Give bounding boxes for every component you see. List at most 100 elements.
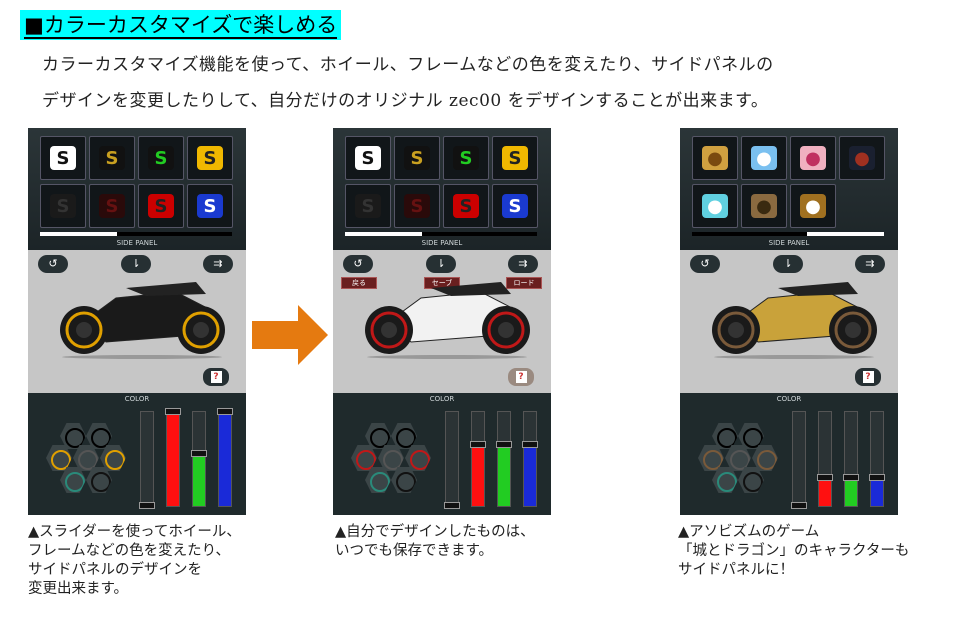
color-slider[interactable] [522, 411, 538, 507]
caption-line: ▲アソビズムのゲーム [678, 524, 820, 540]
side-panel-label: SIDE PANEL [768, 239, 810, 247]
side-panel-tile[interactable]: ● [839, 136, 885, 180]
side-panel-label: SIDE PANEL [421, 239, 463, 247]
color-slider[interactable] [165, 407, 181, 507]
color-part-selector[interactable] [100, 445, 126, 471]
side-panel-tile[interactable]: S [89, 136, 135, 180]
color-slider[interactable] [444, 411, 460, 509]
color-part-selector[interactable] [60, 467, 86, 493]
help-button[interactable]: ? [855, 368, 881, 386]
color-part-selector[interactable] [86, 467, 112, 493]
side-panel-tile[interactable]: S [492, 184, 538, 228]
load-icon: ⇉ [213, 257, 223, 270]
side-panel-tile[interactable]: ● [692, 136, 738, 180]
side-panel-design-icon: S [404, 194, 430, 218]
side-panel-tile[interactable]: S [89, 184, 135, 228]
color-panel: COLOR [28, 393, 246, 515]
color-part-selector[interactable] [391, 423, 417, 449]
color-part-selector[interactable] [405, 445, 431, 471]
side-panel-tile[interactable]: S [394, 184, 440, 228]
side-panel-tile[interactable]: ● [790, 184, 836, 228]
side-panel-picker: ●●●●●●●SIDE PANEL [680, 128, 898, 250]
color-part-selector[interactable] [365, 467, 391, 493]
side-panel-tile[interactable]: S [443, 136, 489, 180]
load-icon: ⇉ [518, 257, 528, 270]
color-part-selector[interactable] [73, 445, 99, 471]
side-panel-tile[interactable]: S [187, 184, 233, 228]
color-part-selector[interactable] [365, 423, 391, 449]
side-panel-tile[interactable]: S [138, 136, 184, 180]
side-panel-tile[interactable]: S [443, 184, 489, 228]
app-screenshot-3: ●●●●●●●SIDE PANEL↺⇂⇉ ?COLOR [680, 128, 898, 515]
color-part-selector[interactable] [378, 445, 404, 471]
side-panel-tile[interactable]: ● [741, 184, 787, 228]
side-panel-tile[interactable]: S [187, 136, 233, 180]
color-slider[interactable] [496, 411, 512, 507]
arrow-right-icon [252, 305, 328, 365]
side-panel-tile[interactable]: S [492, 136, 538, 180]
undo-button[interactable]: ↺ [343, 255, 373, 273]
load-label[interactable]: ロード [506, 277, 542, 289]
undo-icon: ↺ [48, 257, 58, 270]
side-panel-tile[interactable]: S [138, 184, 184, 228]
side-panel-tile[interactable]: S [394, 136, 440, 180]
help-button[interactable]: ? [508, 368, 534, 386]
side-panel-tile[interactable]: ● [790, 136, 836, 180]
color-slider[interactable] [791, 411, 807, 509]
side-panel-design-icon: S [453, 146, 479, 170]
caption-line: いつでも保存できます。 [335, 543, 494, 559]
side-panel-tile[interactable]: ● [741, 136, 787, 180]
side-panel-design-icon: S [197, 194, 223, 218]
color-panel: COLOR [680, 393, 898, 515]
side-panel-design-icon: ● [751, 146, 777, 170]
color-label: COLOR [124, 395, 150, 403]
caption-line: ▲スライダーを使ってホイール、 [28, 524, 241, 540]
color-part-selector[interactable] [351, 445, 377, 471]
caption-1: ▲スライダーを使ってホイール、フレームなどの色を変えたり、サイドパネルのデザイン… [28, 523, 241, 599]
save-button[interactable]: ⇂ [773, 255, 803, 273]
color-slider[interactable] [470, 411, 486, 507]
intro-line-2: デザインを変更したりして、自分だけのオリジナル zec00 をデザインすることが… [42, 91, 769, 111]
color-label: COLOR [776, 395, 802, 403]
load-button[interactable]: ⇉ [508, 255, 538, 273]
color-slider[interactable] [217, 407, 233, 507]
side-panel-tile[interactable]: S [345, 184, 391, 228]
color-part-selector[interactable] [86, 423, 112, 449]
save-icon: ⇂ [436, 257, 446, 270]
color-part-selector[interactable] [60, 423, 86, 449]
save-button[interactable]: ⇂ [426, 255, 456, 273]
color-slider[interactable] [869, 411, 885, 507]
tile-scrollbar[interactable] [692, 232, 884, 236]
side-panel-tile[interactable]: S [40, 136, 86, 180]
undo-label[interactable]: 戻る [341, 277, 377, 289]
color-part-selector[interactable] [391, 467, 417, 493]
tile-scrollbar[interactable] [345, 232, 537, 236]
side-panel-design-icon: S [404, 146, 430, 170]
load-button[interactable]: ⇉ [855, 255, 885, 273]
side-panel-design-icon: ● [800, 146, 826, 170]
color-part-selector[interactable] [46, 445, 72, 471]
side-panel-tile[interactable]: S [40, 184, 86, 228]
help-button[interactable]: ? [203, 368, 229, 386]
color-slider[interactable] [139, 411, 155, 509]
undo-button[interactable]: ↺ [38, 255, 68, 273]
load-button[interactable]: ⇉ [203, 255, 233, 273]
tile-scrollbar[interactable] [40, 232, 232, 236]
color-slider[interactable] [843, 411, 859, 507]
undo-button[interactable]: ↺ [690, 255, 720, 273]
bike-preview: ↺ ⇂ ⇉ ? [28, 250, 246, 393]
help-icon: ? [515, 371, 527, 383]
side-panel-design-icon: S [99, 146, 125, 170]
caption-line: フレームなどの色を変えたり、 [28, 543, 230, 559]
save-button[interactable]: ⇂ [121, 255, 151, 273]
bike-preview: ↺ ⇂ ⇉ ? [680, 250, 898, 393]
side-panel-tile[interactable]: S [345, 136, 391, 180]
side-panel-design-icon: S [148, 146, 174, 170]
side-panel-tile[interactable]: ● [692, 184, 738, 228]
color-slider[interactable] [191, 411, 207, 507]
intro-line-1: カラーカスタマイズ機能を使って、ホイール、フレームなどの色を変えたり、サイドパネ… [42, 55, 774, 75]
side-panel-design-icon: S [197, 146, 223, 170]
color-slider[interactable] [817, 411, 833, 507]
